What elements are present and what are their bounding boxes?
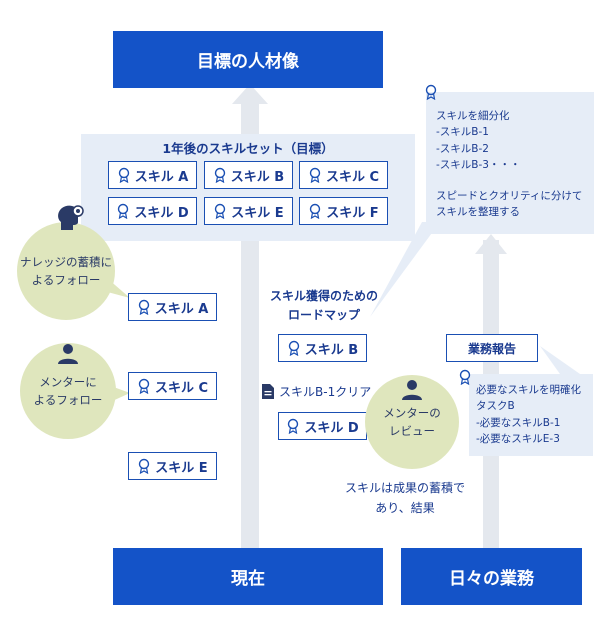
mentor-review-line2: レビュー — [389, 424, 435, 438]
knowledge-line1: ナレッジの蓄積に — [20, 254, 112, 269]
badge-icon — [214, 167, 225, 183]
path-skill-a: スキル A — [128, 293, 217, 321]
bubble-top-spacer — [436, 173, 594, 188]
skillset-skill-e: スキル E — [204, 197, 293, 225]
path-skill-c: スキル C — [128, 372, 217, 400]
badge-icon — [288, 418, 299, 434]
bubble-top-line: -スキルB-1 — [436, 126, 489, 139]
mentor-review-line1: メンターの — [383, 405, 441, 420]
skill-label: スキル E — [155, 460, 208, 476]
path-skill-e: スキル E — [128, 452, 217, 480]
badge-icon — [310, 203, 321, 219]
roadmap-label: スキル獲得のための ロードマップ — [258, 287, 390, 325]
badge-icon — [459, 369, 471, 385]
badge-icon — [309, 167, 321, 183]
bubble-bottom-line: タスクB — [476, 400, 515, 413]
knowledge-line2: よるフォロー — [31, 273, 101, 287]
daily-label: 日々の業務 — [449, 569, 534, 589]
bubble-top: スキルを細分化 -スキルB-1 -スキルB-2 -スキルB-3・・・ スピードと… — [426, 92, 594, 234]
badge-icon — [118, 203, 129, 219]
bubble-bottom-line: 必要なスキルを明確化 — [476, 384, 581, 396]
badge-icon — [215, 203, 226, 219]
skillset-skill-c: スキル C — [299, 161, 388, 189]
bubble-top-line: スキルを細分化 — [436, 110, 510, 122]
mentor-follow-line1: メンターに — [39, 374, 97, 389]
skill-label: スキル A — [154, 301, 209, 317]
knowledge-circle: ナレッジの蓄積に よるフォロー — [17, 222, 115, 320]
badge-icon — [139, 458, 150, 474]
right-arrow-head — [475, 234, 507, 254]
skillset-skill-f: スキル F — [299, 197, 388, 225]
bubble-top-line: スピードとクオリティに分けて — [436, 190, 583, 203]
goal-box: 目標の人材像 — [113, 31, 383, 88]
badge-icon — [138, 378, 150, 394]
result-text: スキルは成果の蓄積で あり、結果 — [330, 478, 480, 519]
result-line1: スキルは成果の蓄積で — [344, 481, 465, 495]
skill-label: スキル B — [230, 169, 285, 185]
report-box: 業務報告 — [446, 334, 538, 362]
goal-label: 目標の人材像 — [197, 52, 299, 72]
current-box: 現在 — [113, 548, 383, 605]
bubble-bottom: 必要なスキルを明確化 タスクB -必要なスキルB-1 -必要なスキルE-3 — [469, 374, 593, 456]
roadmap-line1: スキル獲得のための — [269, 289, 378, 303]
skillset-skill-d: スキル D — [108, 197, 197, 225]
skill-label: スキル A — [134, 169, 189, 185]
badge-icon — [118, 167, 129, 183]
bubble-bottom-line: -必要なスキルE-3 — [476, 432, 560, 445]
bubble-top-line: スキルを整理する — [436, 206, 520, 219]
skillset-skill-a: スキル A — [108, 161, 197, 189]
mentor-follow-line2: よるフォロー — [33, 393, 103, 407]
bubble-top-line: -スキルB-2 — [436, 142, 489, 155]
daily-work-box: 日々の業務 — [401, 548, 582, 605]
skillset-title: 1年後のスキルセット（目標） — [162, 141, 334, 156]
current-label: 現在 — [231, 569, 265, 589]
bubble-top-line: -スキルB-3・・・ — [436, 158, 521, 171]
skill-label: スキル E — [231, 205, 284, 221]
skill-label: スキル D — [134, 205, 189, 221]
center-arrow-head — [232, 84, 268, 104]
result-line2: あり、結果 — [375, 501, 435, 516]
badge-icon — [425, 84, 437, 100]
clear-label: スキルB-1クリア — [279, 385, 372, 399]
path-skill-b: スキル B — [278, 334, 367, 362]
bubble-bottom-tail — [540, 346, 580, 374]
person-icon — [58, 344, 78, 364]
skill-label: スキル B — [304, 342, 359, 358]
skillset-skill-b: スキル B — [204, 161, 293, 189]
skill-label: スキル C — [325, 169, 380, 185]
badge-icon — [138, 299, 149, 315]
skill-label: スキル D — [304, 420, 359, 436]
person-icon — [402, 380, 422, 400]
bubble-top-tail — [370, 222, 440, 317]
mentor-review-circle: メンターの レビュー — [365, 375, 459, 469]
report-label: 業務報告 — [467, 341, 516, 356]
skill-label: スキル F — [326, 205, 379, 221]
clear-status: スキルB-1クリア — [261, 383, 371, 400]
head-gear-icon — [58, 205, 84, 230]
skill-label: スキル C — [154, 380, 209, 396]
badge-icon — [288, 340, 299, 356]
bubble-bottom-line: -必要なスキルB-1 — [476, 416, 561, 429]
roadmap-line2: ロードマップ — [287, 308, 360, 323]
document-icon — [262, 384, 274, 399]
path-skill-d: スキル D — [278, 412, 367, 440]
